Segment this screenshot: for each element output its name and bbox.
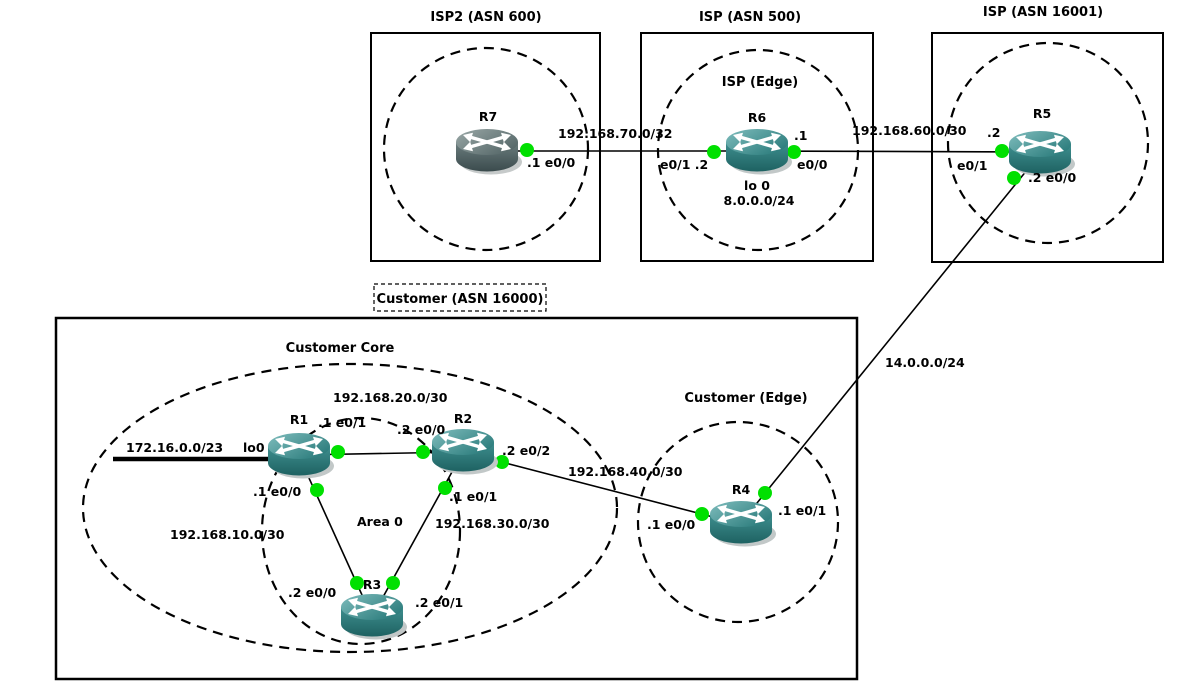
port-r1-e0-0[interactable]: [310, 483, 324, 497]
router-r1-name: R1: [290, 412, 308, 427]
router-r2-name: R2: [454, 411, 472, 426]
cloud-customer-core: [81, 362, 619, 654]
subnet-r7-r6: 192.168.70.0/32: [558, 126, 672, 141]
link-r2-r4[interactable]: [462, 451, 741, 525]
ip-r5-e0-1: .2: [987, 125, 1000, 140]
link-r1-r3[interactable]: [298, 455, 373, 618]
if-r4-e0-1: .1 e0/1: [778, 503, 826, 518]
zone-isp16001-title: ISP (ASN 16001): [983, 5, 1103, 20]
router-r4-name: R4: [732, 482, 751, 497]
subnet-r1-r2: 192.168.20.0/30: [333, 390, 448, 405]
if-r5-e0-0: .2 e0/0: [1028, 170, 1077, 185]
subnet-r2-r3: 192.168.30.0/30: [435, 516, 550, 531]
zone-isp2-box: [370, 32, 601, 262]
r6-loopback-if: lo 0: [744, 178, 770, 193]
if-r6-e0-1: e0/1 .2: [660, 157, 708, 172]
link-r6-r5[interactable]: [756, 150, 1041, 153]
router-r6-name: R6: [748, 110, 767, 125]
r1-loopback-net: 172.16.0.0/23: [126, 440, 223, 455]
cloud-isp2: [382, 46, 590, 252]
zone-area0-label: Area 0: [357, 514, 403, 529]
if-r2-e0-1: .1 e0/1: [449, 489, 497, 504]
router-r3[interactable]: [339, 592, 409, 642]
port-r3-e0-0[interactable]: [350, 576, 364, 590]
zone-isp-box: [640, 32, 874, 262]
port-r6-e0-1[interactable]: [707, 145, 721, 159]
if-r1-e0-1: .1 e0/1: [318, 415, 366, 430]
r1-loopback-if: lo0: [243, 440, 265, 455]
cloud-area0: [260, 416, 462, 646]
port-r7-e0-0[interactable]: [520, 143, 534, 157]
router-r1[interactable]: [266, 431, 336, 481]
zone-isp-title: ISP (ASN 500): [699, 10, 801, 25]
if-r2-e0-2: .2 e0/2: [502, 443, 550, 458]
port-r4-e0-0[interactable]: [695, 507, 709, 521]
router-r4[interactable]: [708, 499, 778, 549]
subnet-r5-r4: 14.0.0.0/24: [885, 355, 965, 370]
link-r5-r4[interactable]: [739, 153, 1041, 525]
zone-customer-box: [54, 316, 859, 681]
router-r6[interactable]: [724, 127, 794, 177]
if-r3-e0-1: .2 e0/1: [415, 595, 463, 610]
subnet-r6-r5: 192.168.60.0/30: [852, 123, 967, 138]
cloud-isp16001: [946, 41, 1150, 245]
if-r4-e0-0: .1 e0/0: [647, 517, 696, 532]
if-r7-e0-0: .1 e0/0: [527, 155, 576, 170]
port-r3-e0-1[interactable]: [386, 576, 400, 590]
zone-isp-edge-label: ISP (Edge): [722, 75, 798, 90]
router-r5-name: R5: [1033, 106, 1051, 121]
port-r5-e0-0[interactable]: [1007, 171, 1021, 185]
router-r7[interactable]: [454, 127, 524, 177]
if-r3-e0-0: .2 e0/0: [288, 585, 337, 600]
if-r5-e0-1: e0/1: [957, 158, 987, 173]
zone-isp2-title: ISP2 (ASN 600): [430, 10, 541, 25]
customer-title-box: [373, 283, 547, 312]
link-r2-r3[interactable]: [371, 451, 464, 618]
if-r2-e0-0: .2 e0/0: [397, 422, 446, 437]
cloud-isp-edge: [656, 48, 860, 252]
port-r2-e0-1[interactable]: [438, 481, 452, 495]
zone-isp16001-box: [931, 32, 1164, 263]
port-r6-e0-0[interactable]: [787, 145, 801, 159]
if-r1-e0-0: .1 e0/0: [253, 484, 302, 499]
ip-r6-e0-0: .1: [794, 128, 807, 143]
subnet-r1-r3: 192.168.10.0/30: [170, 527, 285, 542]
port-r2-e0-2[interactable]: [495, 455, 509, 469]
zone-customer-edge-label: Customer (Edge): [684, 391, 807, 406]
subnet-r2-r4: 192.168.40.0/30: [568, 464, 683, 479]
r6-loopback-net: 8.0.0.0/24: [724, 193, 795, 208]
port-r1-e0-1[interactable]: [331, 445, 345, 459]
router-r3-name: R3: [363, 577, 381, 592]
port-r5-e0-1[interactable]: [995, 144, 1009, 158]
zone-customer-title: Customer (ASN 16000): [377, 292, 544, 307]
cloud-customer-edge: [636, 420, 840, 624]
port-r2-e0-0[interactable]: [416, 445, 430, 459]
router-r7-name: R7: [479, 109, 497, 124]
if-r6-e0-0: e0/0: [797, 157, 828, 172]
port-r4-e0-1[interactable]: [758, 486, 772, 500]
zone-customer-core-label: Customer Core: [286, 341, 395, 356]
